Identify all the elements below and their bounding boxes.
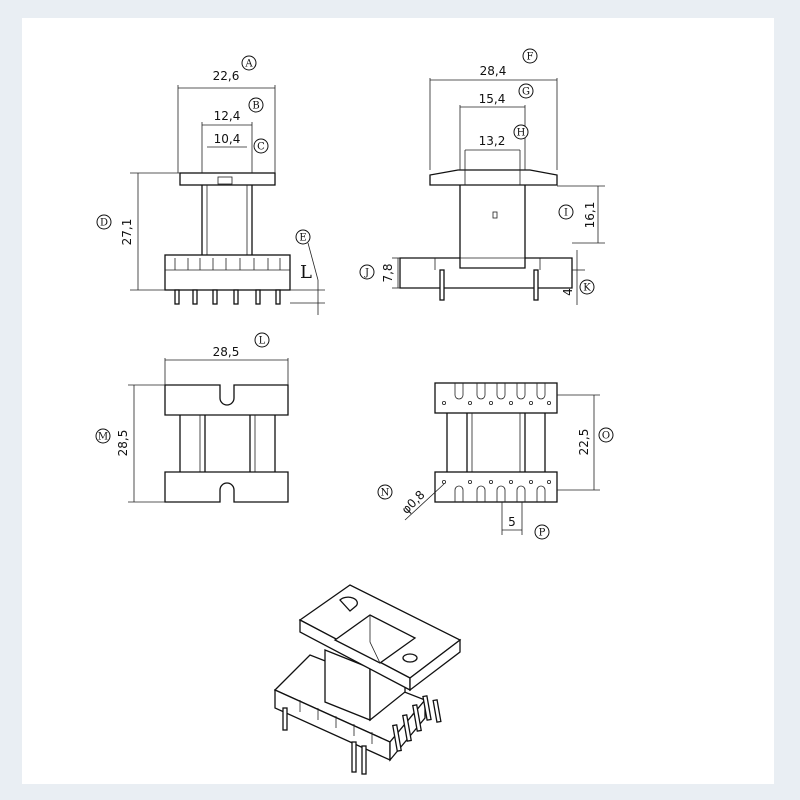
bottom-view-upper-row (434, 382, 558, 414)
dim-C-value: 10,4 (214, 132, 241, 146)
label-J: J (359, 264, 375, 280)
front-top-flange (179, 172, 276, 186)
svg-text:I: I (564, 208, 568, 219)
svg-text:P: P (539, 528, 546, 539)
label-O: O (598, 427, 614, 443)
svg-text:C: C (257, 142, 265, 153)
label-M: M (95, 428, 111, 444)
label-L: L (254, 332, 270, 348)
dim-B-value: 12,4 (214, 109, 241, 123)
dim-M-value: 28,5 (116, 430, 130, 457)
top-view: 28,5 28,5 (116, 345, 289, 503)
svg-text:H: H (517, 128, 526, 139)
svg-text:M: M (98, 432, 108, 443)
top-view-lower-flange (164, 471, 289, 503)
bottom-view-upper-slots (441, 383, 552, 405)
svg-text:B: B (252, 101, 259, 112)
dim-H-value: 13,2 (479, 134, 506, 148)
top-view-upper-flange (164, 384, 289, 416)
label-A: A (241, 55, 257, 71)
svg-text:E: E (299, 233, 306, 244)
svg-text:F: F (527, 52, 534, 63)
front-base (164, 254, 291, 291)
side-base (399, 257, 573, 289)
side-view: 28,4 15,4 13,2 16,1 7,8 4 (381, 64, 605, 305)
label-I: I (558, 204, 574, 220)
label-N: N (377, 484, 393, 500)
side-pin-right (533, 269, 539, 301)
isometric-view (273, 584, 462, 775)
front-top-notch (217, 176, 233, 185)
iso-top-flange-side (409, 638, 461, 692)
svg-text:N: N (381, 488, 390, 499)
bottom-view-lower-row (434, 471, 558, 503)
svg-text:J: J (364, 268, 369, 279)
svg-text:D: D (100, 218, 108, 229)
svg-text:O: O (602, 431, 610, 442)
label-C: C (253, 138, 269, 154)
side-top-flange (429, 169, 558, 186)
iso-notch-back (339, 596, 358, 612)
label-E: E (295, 229, 311, 245)
dim-K-value: 4 (561, 288, 575, 296)
front-view: 22,6 12,4 10,4 27,1 L (120, 69, 325, 315)
dim-F-value: 28,4 (480, 64, 507, 78)
dim-A-value: 22,6 (213, 69, 240, 83)
svg-text:K: K (583, 283, 591, 294)
dim-E-value: L (300, 262, 312, 283)
svg-text:A: A (244, 59, 253, 70)
label-P: P (534, 524, 550, 540)
label-G: G (518, 83, 534, 99)
side-pin-left (439, 269, 445, 301)
label-D: D (96, 214, 112, 230)
dim-L-value: 28,5 (213, 345, 240, 359)
svg-text:G: G (522, 87, 530, 98)
iso-notch-front (402, 653, 418, 663)
dim-J-value: 7,8 (381, 263, 395, 282)
label-K: K (579, 279, 595, 295)
front-base-slots (174, 258, 281, 270)
label-H: H (513, 124, 529, 140)
dim-G-value: 15,4 (479, 92, 506, 106)
svg-text:L: L (259, 336, 266, 347)
circled-labels: A B C D E F G H I J K L M N O P (95, 48, 614, 540)
bottom-view-lower-slots (441, 479, 552, 502)
label-B: B (248, 97, 264, 113)
dim-P-value: 5 (508, 515, 516, 529)
iso-pins (282, 695, 442, 775)
bottom-view: 22,5 φ0,8 5 (399, 382, 600, 535)
dim-D-value: 27,1 (120, 219, 134, 246)
dim-O-value: 22,5 (577, 429, 591, 456)
iso-core-opening (333, 614, 417, 664)
label-F: F (522, 48, 538, 64)
dim-I-value: 16,1 (583, 202, 597, 229)
front-pins (174, 289, 281, 305)
